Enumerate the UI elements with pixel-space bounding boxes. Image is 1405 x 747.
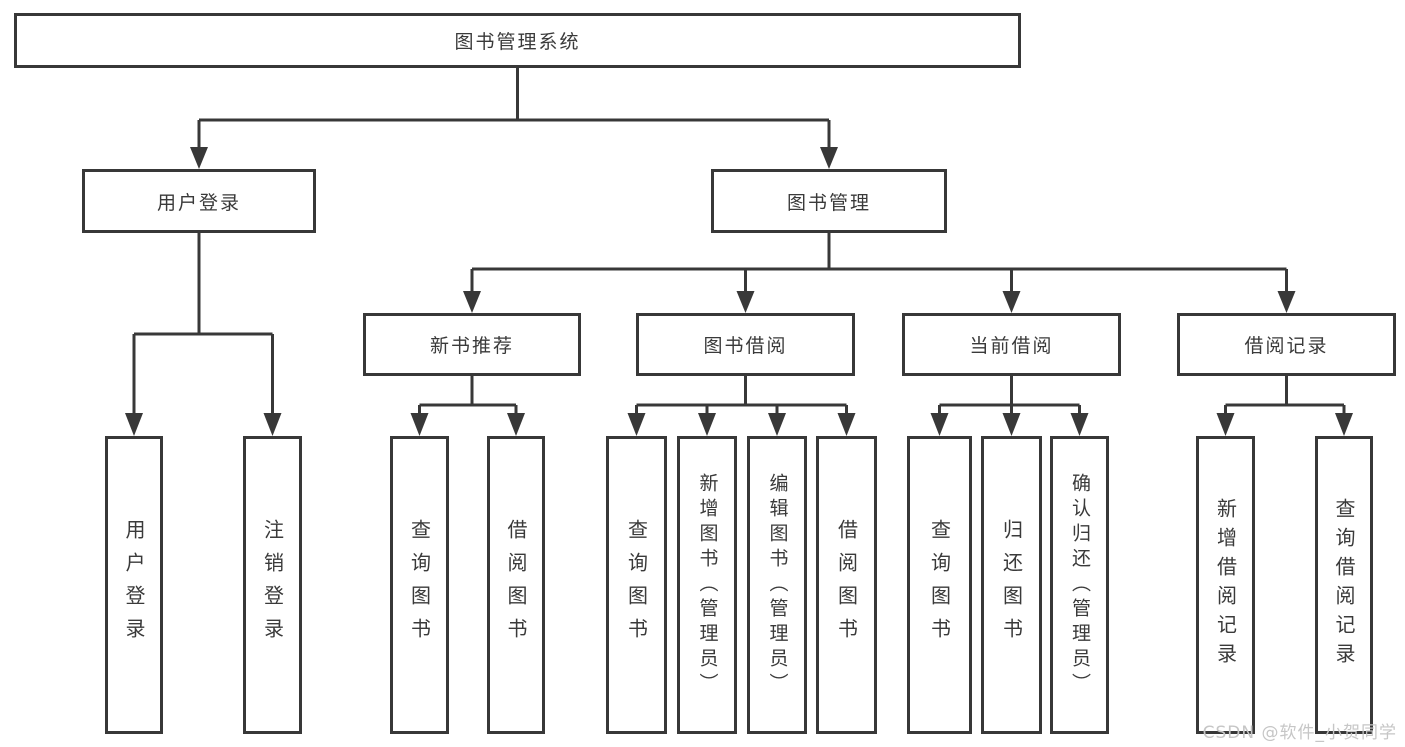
leaf-return-books-label: 归还图书 xyxy=(999,519,1024,651)
node-root-system: 图书管理系统 xyxy=(14,13,1021,68)
leaf-query-books-borrowing: 查询图书 xyxy=(606,436,667,734)
leaf-user-login: 用户登录 xyxy=(105,436,163,734)
leaf-edit-book-admin-label: 编辑图书（管理员） xyxy=(766,472,789,698)
node-book-borrowing: 图书借阅 xyxy=(636,313,855,376)
leaf-add-borrow-record: 新增借阅记录 xyxy=(1196,436,1255,734)
leaf-add-borrow-record-label: 新增借阅记录 xyxy=(1213,498,1238,672)
leaf-user-login-label: 用户登录 xyxy=(122,519,146,651)
leaf-logout-label: 注销登录 xyxy=(260,519,285,651)
leaf-query-borrow-record: 查询借阅记录 xyxy=(1315,436,1373,734)
csdn-watermark: CSDN @软件_小贺同学 xyxy=(1202,723,1397,743)
leaf-query-books-recommend-label: 查询图书 xyxy=(407,519,432,651)
leaf-borrow-books: 借阅图书 xyxy=(816,436,877,734)
leaf-query-borrow-record-label: 查询借阅记录 xyxy=(1332,498,1356,672)
node-user-login: 用户登录 xyxy=(82,169,316,233)
leaf-add-book-admin-label: 新增图书（管理员） xyxy=(696,472,719,698)
leaf-query-books-recommend: 查询图书 xyxy=(390,436,449,734)
leaf-add-book-admin: 新增图书（管理员） xyxy=(677,436,737,734)
leaf-borrow-books-label: 借阅图书 xyxy=(834,519,859,651)
leaf-edit-book-admin: 编辑图书（管理员） xyxy=(747,436,807,734)
leaf-confirm-return-admin-label: 确认归还（管理员） xyxy=(1069,472,1091,698)
leaf-borrow-books-recommend: 借阅图书 xyxy=(487,436,545,734)
node-current-borrowing: 当前借阅 xyxy=(902,313,1121,376)
node-new-book-recommend: 新书推荐 xyxy=(363,313,581,376)
leaf-logout: 注销登录 xyxy=(243,436,302,734)
leaf-return-books: 归还图书 xyxy=(981,436,1042,734)
node-borrowing-records: 借阅记录 xyxy=(1177,313,1396,376)
leaf-confirm-return-admin: 确认归还（管理员） xyxy=(1050,436,1109,734)
node-book-management: 图书管理 xyxy=(711,169,947,233)
leaf-query-books-current: 查询图书 xyxy=(907,436,972,734)
leaf-query-books-current-label: 查询图书 xyxy=(927,519,952,651)
leaf-borrow-books-recommend-label: 借阅图书 xyxy=(504,519,528,651)
leaf-query-books-borrowing-label: 查询图书 xyxy=(624,519,649,651)
